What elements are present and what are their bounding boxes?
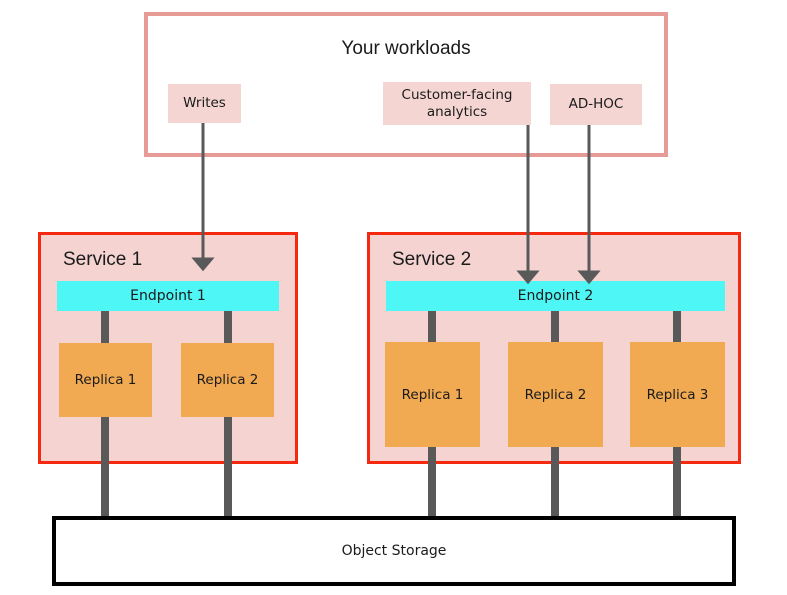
connector-s2-replica-2-to-storage [551, 447, 559, 519]
service-1-replica-2[interactable]: Replica 2 [181, 343, 274, 417]
object-storage-box[interactable]: Object Storage [52, 516, 736, 586]
service-2-replica-2[interactable]: Replica 2 [508, 342, 603, 447]
connector-s1-endpoint-to-replica-1 [101, 311, 109, 344]
connector-s2-endpoint-to-replica-3 [673, 311, 681, 343]
connector-s1-replica-2-to-storage [224, 417, 232, 519]
workload-chip-ad-hoc[interactable]: AD-HOC [550, 84, 642, 125]
workload-chip-customer-facing-analytics[interactable]: Customer-facing analytics [383, 82, 531, 125]
connector-s1-replica-1-to-storage [101, 417, 109, 519]
service-2-endpoint[interactable]: Endpoint 2 [386, 281, 725, 311]
service-1-endpoint[interactable]: Endpoint 1 [57, 281, 279, 311]
service-1-title: Service 1 [63, 249, 143, 270]
workload-chip-writes[interactable]: Writes [168, 84, 241, 123]
connector-s2-endpoint-to-replica-1 [428, 311, 436, 343]
connector-s2-replica-3-to-storage [673, 447, 681, 519]
service-1-replica-1[interactable]: Replica 1 [59, 343, 152, 417]
workloads-title: Your workloads [341, 38, 471, 59]
connector-s1-endpoint-to-replica-2 [224, 311, 232, 344]
service-2-replica-1[interactable]: Replica 1 [385, 342, 480, 447]
service-2-title: Service 2 [392, 249, 472, 270]
service-2-replica-3[interactable]: Replica 3 [630, 342, 725, 447]
connector-s2-endpoint-to-replica-2 [551, 311, 559, 343]
connector-s2-replica-1-to-storage [428, 447, 436, 519]
